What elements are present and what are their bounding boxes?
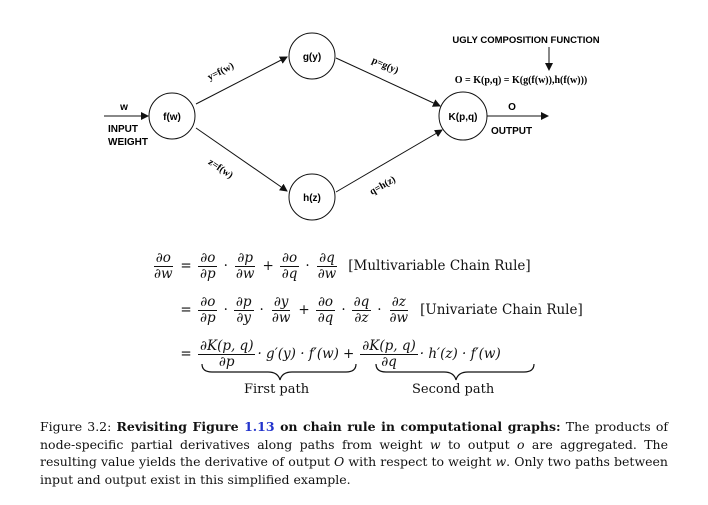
frac-num: ∂q xyxy=(351,294,372,311)
frac-num: ∂p xyxy=(235,250,255,267)
caption-bold-1: Revisiting Figure xyxy=(116,419,245,434)
node-g xyxy=(288,32,336,80)
brace-graphics xyxy=(201,363,535,381)
caption-text-5: . Only two paths between input and outpu… xyxy=(40,454,668,487)
node-f xyxy=(148,92,196,140)
second-path-brace xyxy=(375,363,535,381)
figure-caption: Figure 3.2: Revisiting Figure 1.13 on ch… xyxy=(40,418,668,488)
equation-row-2: = ∂o∂p · ∂p∂y · ∂y∂w + ∂o∂q · ∂q∂z · ∂z∂… xyxy=(180,294,583,326)
frac-num: ∂q xyxy=(317,250,337,267)
node-f-label: f(w) xyxy=(163,112,181,123)
node-g-label: g(y) xyxy=(303,52,321,63)
edge-g-K xyxy=(335,57,441,107)
composition-title: UGLY COMPOSITION FUNCTION xyxy=(452,35,599,46)
frac-den: ∂p xyxy=(200,309,216,326)
first-path-tail: · g′(y) · f′(w) xyxy=(257,346,339,362)
caption-var-w: w xyxy=(429,436,441,452)
node-K-label: K(p,q) xyxy=(449,112,478,123)
first-path-label: First path xyxy=(244,382,310,397)
composition-formula: O = K(p,q) = K(g(f(w)),h(f(w))) xyxy=(455,75,587,86)
frac-den: ∂w xyxy=(389,309,409,326)
frac-num: ∂K(p, q) xyxy=(198,338,256,355)
edge-f-g xyxy=(195,56,288,105)
frac-den: ∂w xyxy=(271,309,291,326)
univariate-tag: [Univariate Chain Rule] xyxy=(420,302,583,318)
output-symbol: O xyxy=(508,102,516,113)
frac-den: ∂w xyxy=(235,265,255,282)
output-label: OUTPUT xyxy=(491,126,532,137)
frac-den: ∂p xyxy=(218,353,235,370)
node-K xyxy=(438,91,488,141)
caption-var-w2: w xyxy=(495,454,507,469)
frac-num: ∂K(p, q) xyxy=(360,338,418,355)
edge-f-h xyxy=(195,127,288,192)
frac-num: ∂o xyxy=(198,250,218,267)
edge-h-K xyxy=(335,129,443,193)
chain-rule-equations: ∂o∂w = ∂o∂p · ∂p∂w + ∂o∂q · ∂q∂w [Multiv… xyxy=(150,244,590,376)
edge-label-p: p=g(y) xyxy=(370,55,400,76)
caption-var-o: o xyxy=(517,436,525,452)
multivariable-tag: [Multivariable Chain Rule] xyxy=(348,258,531,274)
input-label-1: INPUT xyxy=(108,124,138,135)
equation-row-3: = ∂K(p, q)∂p · g′(y) · f′(w) + ∂K(p, q)∂… xyxy=(180,338,501,370)
caption-text-4: with respect to weight xyxy=(344,454,496,469)
node-h-label: h(z) xyxy=(303,193,321,204)
input-label-2: WEIGHT xyxy=(108,137,148,148)
path-braces: First path Second path xyxy=(150,362,590,402)
edge-label-z: z=f(w) xyxy=(206,157,235,181)
frac-den: ∂q xyxy=(281,265,298,282)
second-path-label: Second path xyxy=(412,382,495,397)
figure-reference-link[interactable]: 1.13 xyxy=(244,419,275,434)
edge-label-q: q=h(z) xyxy=(368,174,398,197)
lhs-fraction: ∂o∂w xyxy=(152,250,175,282)
frac-den: ∂y xyxy=(236,309,252,326)
first-path-brace xyxy=(201,363,357,381)
frac-num: ∂o xyxy=(280,250,300,267)
frac-den: ∂p xyxy=(200,265,216,282)
frac-num: ∂p xyxy=(233,294,254,311)
frac-num: ∂y xyxy=(271,294,291,311)
computational-graph: f(w) g(y) h(z) K(p,q) y=f(w) z=f(w) p=g(… xyxy=(104,32,600,221)
frac-den: ∂q xyxy=(381,353,397,370)
caption-bold-2: on chain rule in computational graphs: xyxy=(274,419,561,434)
frac-num: ∂o xyxy=(153,250,173,267)
frac-num: ∂o xyxy=(315,294,336,311)
second-path-tail: · h′(z) · f′(w) xyxy=(419,346,501,362)
frac-den: ∂z xyxy=(354,309,369,326)
node-h xyxy=(288,173,336,221)
frac-den: ∂w xyxy=(154,265,173,282)
edge-label-y: y=f(w) xyxy=(206,61,236,83)
equation-row-1: ∂o∂w = ∂o∂p · ∂p∂w + ∂o∂q · ∂q∂w [Multiv… xyxy=(152,250,531,282)
frac-den: ∂q xyxy=(317,309,334,326)
frac-num: ∂z xyxy=(389,294,408,311)
caption-text-2: to output xyxy=(440,436,517,452)
input-symbol: w xyxy=(119,102,128,113)
caption-text-1: The products of node-specific partial de… xyxy=(40,419,669,452)
caption-text-3: are aggregated. The resulting value yiel… xyxy=(40,436,668,470)
frac-den: ∂w xyxy=(317,265,337,282)
caption-prefix: Figure 3.2: xyxy=(40,419,117,434)
caption-var-O: O xyxy=(334,454,345,469)
frac-num: ∂o xyxy=(198,294,218,311)
